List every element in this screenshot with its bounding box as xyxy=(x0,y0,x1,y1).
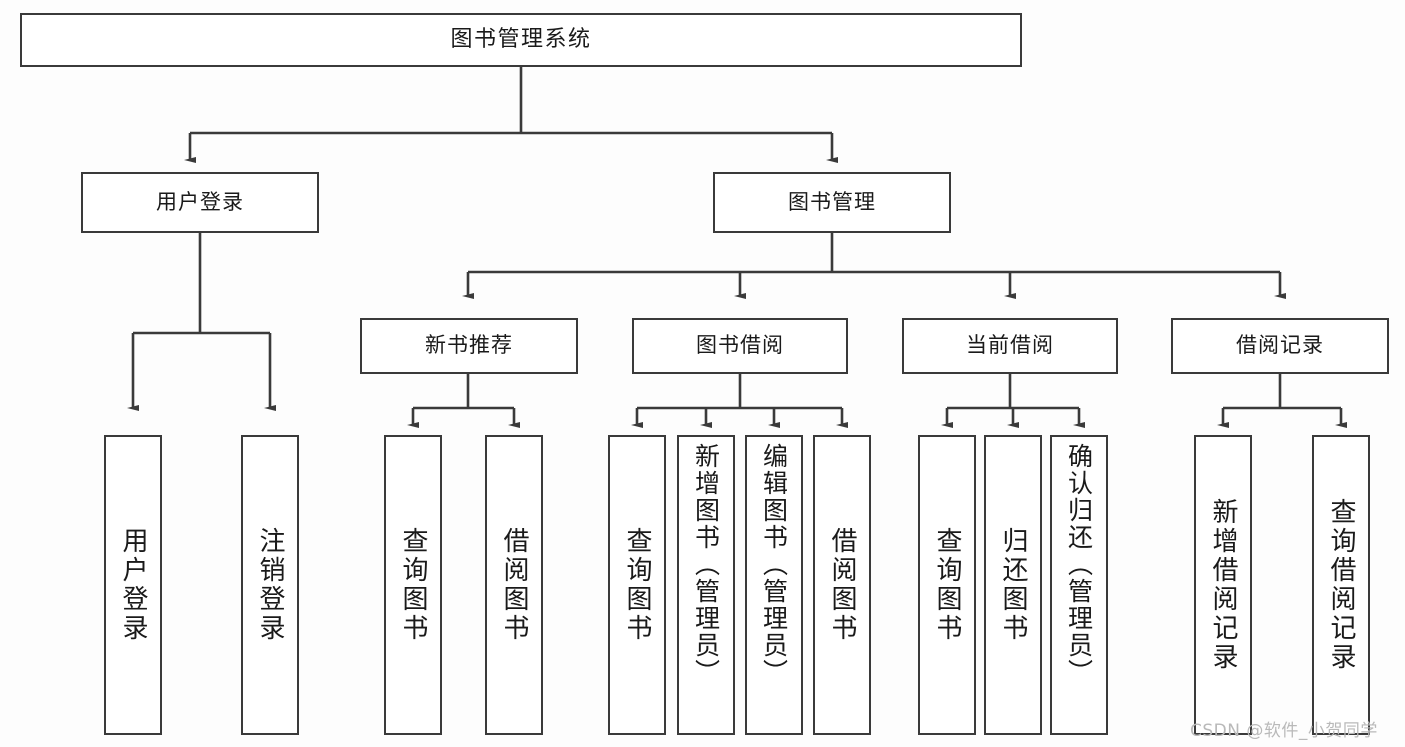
leaf-confirm-return-admin[interactable]: 确认归还（管理员） xyxy=(1050,435,1108,735)
node-label: 图书借阅 xyxy=(696,333,784,358)
leaf-query-book-new[interactable]: 查询图书 xyxy=(384,435,442,735)
leaf-return-book[interactable]: 归还图书 xyxy=(984,435,1042,735)
node-book-management[interactable]: 图书管理 xyxy=(713,172,951,233)
node-label: 借阅记录 xyxy=(1236,333,1324,358)
leaf-borrow-book[interactable]: 借阅图书 xyxy=(813,435,871,735)
leaf-add-book-admin[interactable]: 新增图书（管理员） xyxy=(677,435,735,735)
leaf-add-borrow-record[interactable]: 新增借阅记录 xyxy=(1194,435,1252,735)
node-label: 查询借阅记录 xyxy=(1326,498,1356,672)
node-label: 图书管理系统 xyxy=(450,26,592,52)
leaf-logout[interactable]: 注销登录 xyxy=(241,435,299,735)
node-label: 查询图书 xyxy=(932,527,962,643)
node-label: 注销登录 xyxy=(255,527,285,643)
node-label: 新增图书（管理员） xyxy=(691,443,721,686)
leaf-borrow-book-new[interactable]: 借阅图书 xyxy=(485,435,543,735)
node-book-borrow[interactable]: 图书借阅 xyxy=(632,318,848,374)
node-label: 编辑图书（管理员） xyxy=(759,443,789,686)
node-new-book-recommend[interactable]: 新书推荐 xyxy=(360,318,578,374)
node-root-system[interactable]: 图书管理系统 xyxy=(20,13,1022,67)
node-label: 用户登录 xyxy=(118,527,148,643)
node-label: 归还图书 xyxy=(998,527,1028,643)
node-current-borrow[interactable]: 当前借阅 xyxy=(902,318,1118,374)
node-label: 当前借阅 xyxy=(966,333,1054,358)
node-user-login[interactable]: 用户登录 xyxy=(81,172,319,233)
node-label: 新增借阅记录 xyxy=(1208,498,1238,672)
node-label: 用户登录 xyxy=(156,189,244,214)
node-label: 确认归还（管理员） xyxy=(1064,443,1094,686)
leaf-query-book-borrow[interactable]: 查询图书 xyxy=(608,435,666,735)
node-label: 借阅图书 xyxy=(499,527,529,643)
node-label: 查询图书 xyxy=(622,527,652,643)
leaf-query-borrow-record[interactable]: 查询借阅记录 xyxy=(1312,435,1370,735)
watermark-text: CSDN @软件_小贺同学 xyxy=(1190,721,1378,741)
leaf-edit-book-admin[interactable]: 编辑图书（管理员） xyxy=(745,435,803,735)
node-label: 查询图书 xyxy=(398,527,428,643)
node-label: 借阅图书 xyxy=(827,527,857,643)
leaf-query-book-current[interactable]: 查询图书 xyxy=(918,435,976,735)
leaf-user-login[interactable]: 用户登录 xyxy=(104,435,162,735)
node-borrow-record[interactable]: 借阅记录 xyxy=(1171,318,1389,374)
node-label: 新书推荐 xyxy=(425,333,513,358)
node-label: 图书管理 xyxy=(788,189,876,214)
